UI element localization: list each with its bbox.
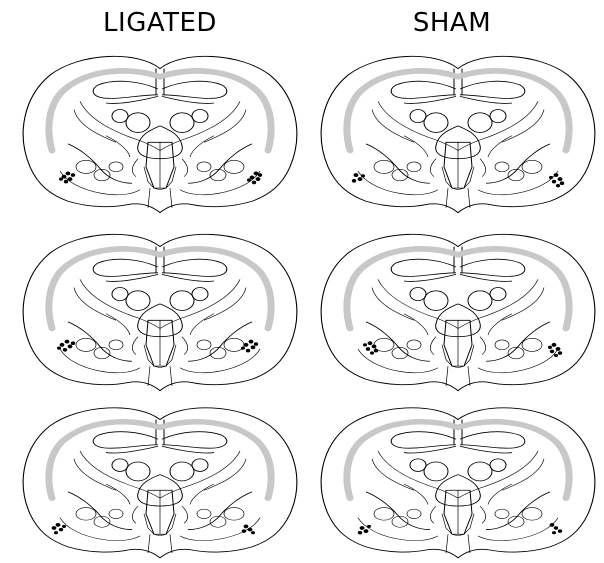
sham-section-1 [318,44,598,216]
sham-section-3 [318,396,598,561]
ligated-section-3 [20,396,300,561]
ligated-column-title: LIGATED [10,8,310,38]
sham-column-title: SHAM [302,8,602,38]
sham-section-2 [318,222,598,394]
ligated-section-2 [20,222,300,394]
ligated-section-1 [20,44,300,216]
